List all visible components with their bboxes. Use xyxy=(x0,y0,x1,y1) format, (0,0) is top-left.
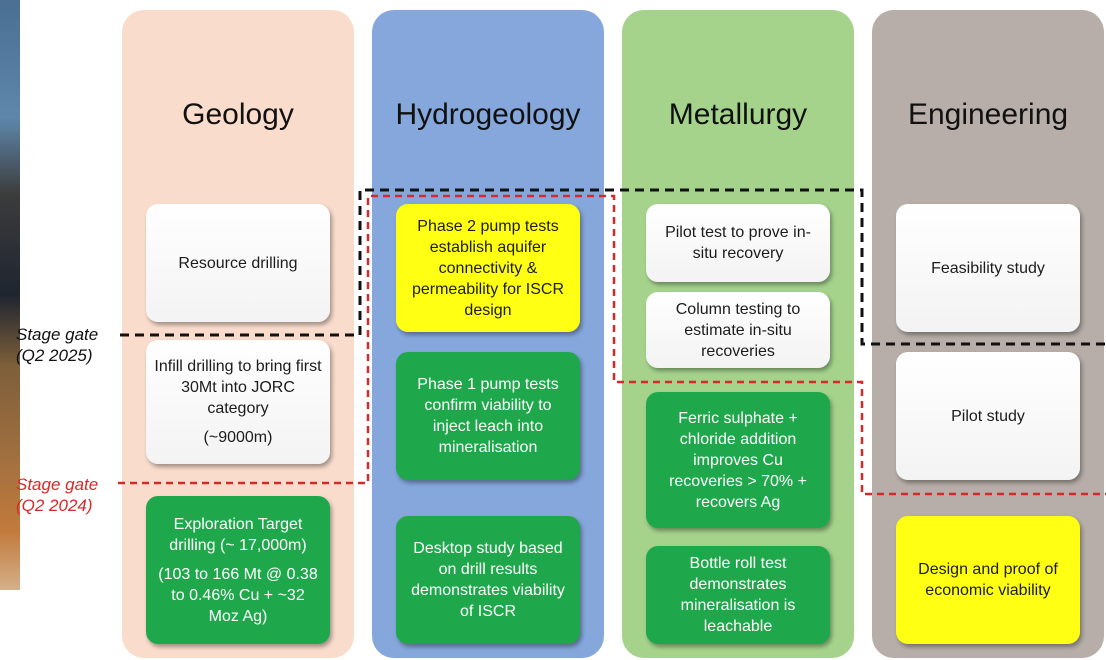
stage-gate-label-text: Stage gate xyxy=(16,475,99,494)
box-pilot-test-in-situ-recovery: Pilot test to prove in-situ recovery xyxy=(646,204,830,282)
box-text: Column testing to estimate in-situ recov… xyxy=(675,300,801,360)
box-text: Ferric sulphate + chloride addition impr… xyxy=(669,409,807,511)
stage-gate-date-text: (Q2 2025) xyxy=(16,346,93,365)
box-text: Phase 2 pump tests establish aquifer con… xyxy=(411,217,565,319)
box-text: Pilot study xyxy=(951,407,1025,425)
box-text: Pilot test to prove in-situ recovery xyxy=(665,224,811,262)
box-text: Phase 1 pump tests confirm viability to … xyxy=(417,376,559,456)
stage-gate-q2-2024-line xyxy=(118,194,1106,496)
box-pilot-study: Pilot study xyxy=(896,352,1080,480)
box-design-proof-economic-viability: Design and proof of economic viability xyxy=(896,516,1080,644)
background-photo-strip xyxy=(0,0,20,590)
box-text: Exploration Target drilling (~ 17,000m) xyxy=(169,515,307,554)
column-title-geology: Geology xyxy=(182,98,294,131)
box-text-secondary: (~9000m) xyxy=(203,429,273,446)
box-ferric-sulphate-chloride: Ferric sulphate + chloride addition impr… xyxy=(646,392,830,528)
box-phase-1-pump-tests: Phase 1 pump tests confirm viability to … xyxy=(396,352,580,480)
stage-gate-q2-2024-label: Stage gate (Q2 2024) xyxy=(16,474,98,516)
box-text: Design and proof of economic viability xyxy=(918,561,1058,599)
stage-gate-date-text: (Q2 2024) xyxy=(16,496,93,515)
box-infill-drilling: Infill drilling to bring first 30Mt into… xyxy=(146,340,330,464)
column-title-hydrogeology: Hydrogeology xyxy=(395,98,581,131)
box-text: Resource drilling xyxy=(178,254,298,272)
column-title-engineering: Engineering xyxy=(907,98,1069,131)
box-phase-2-pump-tests: Phase 2 pump tests establish aquifer con… xyxy=(396,204,580,332)
box-text-secondary: (103 to 166 Mt @ 0.38 to 0.46% Cu + ~32 … xyxy=(158,565,318,625)
box-exploration-target-drilling: Exploration Target drilling (~ 17,000m) … xyxy=(146,496,330,644)
box-text: Infill drilling to bring first 30Mt into… xyxy=(154,358,322,417)
box-feasibility-study: Feasibility study xyxy=(896,204,1080,332)
stage-gate-label-text: Stage gate xyxy=(16,325,99,344)
box-text: Feasibility study xyxy=(931,259,1045,277)
box-resource-drilling: Resource drilling xyxy=(146,204,330,322)
box-bottle-roll-test: Bottle roll test demonstrates mineralisa… xyxy=(646,546,830,644)
stage-gate-q2-2025-label: Stage gate (Q2 2025) xyxy=(16,324,98,366)
column-title-metallurgy: Metallurgy xyxy=(668,98,808,131)
box-text: Bottle roll test demonstrates mineralisa… xyxy=(680,555,796,635)
box-desktop-study: Desktop study based on drill results dem… xyxy=(396,516,580,644)
stage-gate-q2-2025-line xyxy=(120,188,1106,346)
box-text: Desktop study based on drill results dem… xyxy=(411,540,565,620)
box-column-testing: Column testing to estimate in-situ recov… xyxy=(646,292,830,368)
